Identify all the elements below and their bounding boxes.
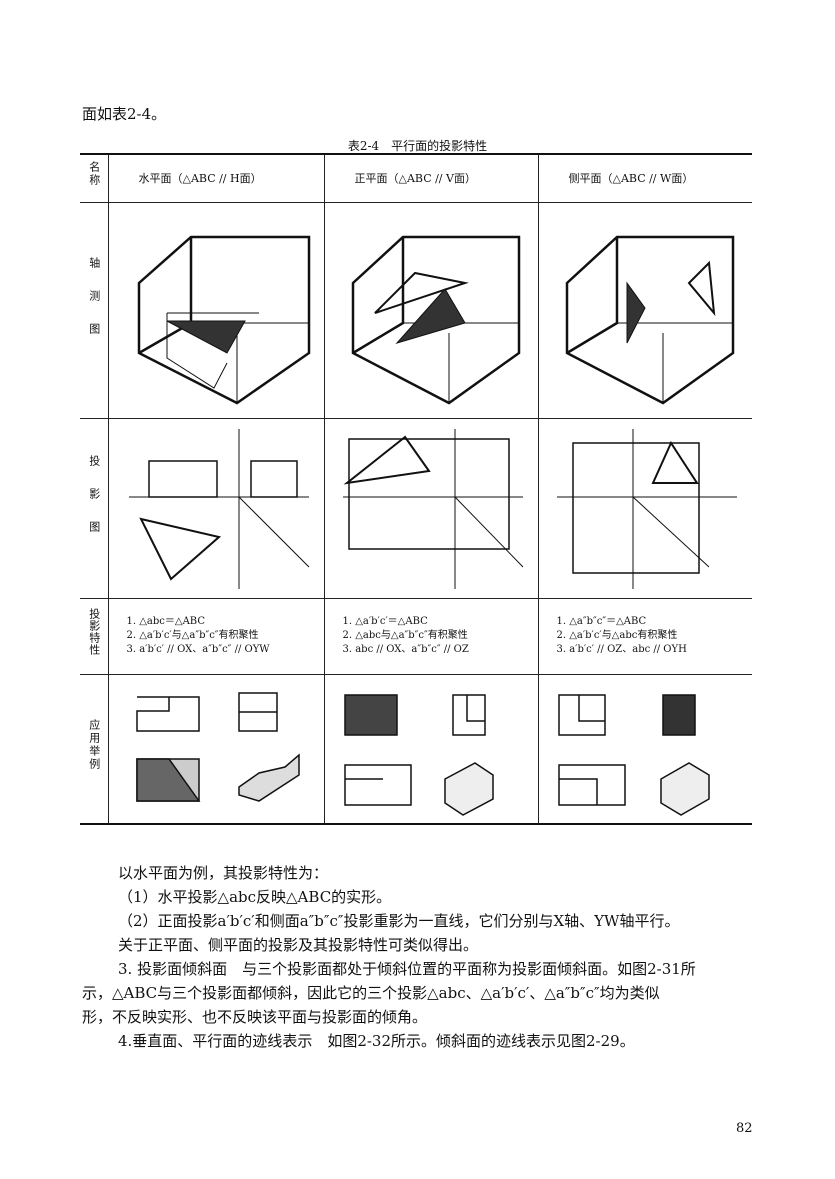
col-header-profile: 侧平面（△ABC // W面） (537, 153, 752, 203)
features-row: 投影特性 1. △abc＝△ABC 2. △a′b′c′与△a″b″c″有积聚性… (80, 597, 752, 675)
feature-line: 1. △a′b′c′＝△ABC (342, 616, 428, 627)
paragraph: 以水平面为例，其投影特性为： (118, 864, 329, 882)
feature-line: 3. a′b′c′ // OX、a″b″c″ // OYW (126, 644, 270, 655)
row-header-projection: 投影图 (80, 417, 109, 599)
rh-0: 名称 (87, 161, 101, 188)
examples-row: 应用举例 (80, 673, 752, 825)
feature-line: 2. △a′b′c′与△a″b″c″有积聚性 (126, 630, 259, 641)
feature-line: 2. △abc与△a″b″c″有积聚性 (342, 630, 468, 641)
feature-line: 1. △abc＝△ABC (126, 616, 205, 627)
row-header-name: 名称 (80, 153, 109, 203)
feature-line: 3. a′b′c′ // OZ、abc // OYH (556, 644, 687, 655)
features-profile: 1. △a″b″c″＝△ABC 2. △a′b′c′与△abc有积聚性 3. a… (537, 597, 752, 675)
rh-4: 应用举例 (87, 718, 101, 771)
axonometric-row: 轴测图 (80, 201, 752, 419)
examples-horizontal (107, 673, 325, 825)
projection-table: 名称 水平面（△ABC // H面） 正平面（△ABC // V面） 侧平面（△… (80, 153, 752, 825)
rh-1: 轴测图 (87, 256, 101, 356)
table-caption: 表2-4 平行面的投影特性 (347, 139, 488, 153)
paragraph: （2）正面投影a′b′c′和侧面a″b″c″投影重影为一直线，它们分别与X轴、Y… (118, 912, 680, 930)
paragraph: （1）水平投影△abc反映△ABC的实形。 (118, 888, 392, 906)
row-header-axonometric: 轴测图 (80, 201, 109, 419)
rh-3: 投影特性 (87, 608, 101, 656)
feature-line: 3. abc // OX、a″b″c″ // OZ (342, 644, 469, 655)
projection-row: 投影图 (80, 417, 752, 599)
proj-profile-figure (537, 417, 752, 599)
examples-profile (537, 673, 752, 825)
row-header-features: 投影特性 (80, 597, 109, 675)
feature-line: 1. △a″b″c″＝△ABC (556, 616, 647, 627)
intro-text: 面如表2-4。 (82, 105, 167, 123)
col-header-frontal: 正平面（△ABC // V面） (323, 153, 539, 203)
axo-horizontal-figure (107, 201, 325, 419)
axo-profile-figure (537, 201, 752, 419)
paragraph: 形，不反映实形、也不反映该平面与投影面的倾角。 (82, 1008, 428, 1026)
paragraph: 3. 投影面倾斜面 与三个投影面都处于倾斜位置的平面称为投影面倾斜面。如图2-3… (118, 960, 696, 978)
proj-frontal-figure (323, 417, 539, 599)
col-header-horizontal: 水平面（△ABC // H面） (107, 153, 325, 203)
paragraph: 关于正平面、侧平面的投影及其投影特性可类似得出。 (118, 936, 479, 954)
features-frontal: 1. △a′b′c′＝△ABC 2. △abc与△a″b″c″有积聚性 3. a… (323, 597, 539, 675)
paragraph: 4.垂直面、平行面的迹线表示 如图2-32所示。倾斜面的迹线表示见图2-29。 (118, 1032, 635, 1050)
axo-frontal-figure (323, 201, 539, 419)
paragraph: 示，△ABC与三个投影面都倾斜，因此它的三个投影△abc、△a′b′c′、△a″… (82, 984, 660, 1002)
rh-2: 投影图 (87, 454, 101, 554)
header-row: 名称 水平面（△ABC // H面） 正平面（△ABC // V面） 侧平面（△… (80, 153, 752, 203)
row-header-examples: 应用举例 (80, 673, 109, 825)
features-horizontal: 1. △abc＝△ABC 2. △a′b′c′与△a″b″c″有积聚性 3. a… (107, 597, 325, 675)
proj-horizontal-figure (107, 417, 325, 599)
examples-frontal (323, 673, 539, 825)
page-number: 82 (736, 1121, 753, 1136)
feature-line: 2. △a′b′c′与△abc有积聚性 (556, 630, 678, 641)
